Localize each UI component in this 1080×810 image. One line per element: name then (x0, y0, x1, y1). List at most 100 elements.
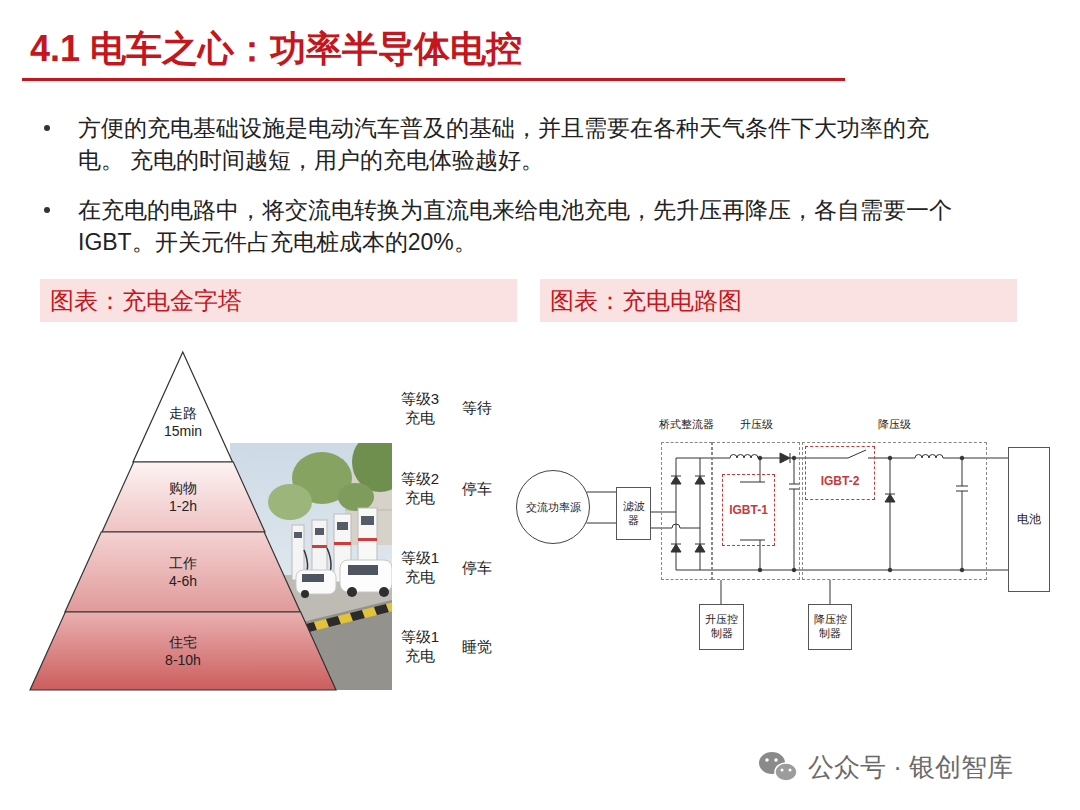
bullet-text: 方便的充电基础设施是电动汽车普及的基础，并且需要在各种天气条件下大功率的充电。 … (78, 112, 963, 176)
circuit-wiring (848, 450, 866, 458)
dashed-stage-outline (802, 442, 987, 580)
tier-label: 15min (164, 422, 202, 440)
chart-heading: 图表：充电金字塔 (50, 286, 242, 316)
usage-scenario: 停车 (462, 558, 506, 577)
controller-box: 升压控制器 (699, 604, 744, 650)
diode-symbols (671, 476, 681, 484)
charging-photo (294, 532, 302, 538)
tier-outline (133, 352, 233, 462)
stage-heading: 桥式整流器 (659, 416, 714, 432)
circuit-wiring (943, 458, 987, 459)
slide-title: 4.1 电车之心：功率半导体电控 (30, 26, 522, 72)
tier-text: 走路15min (133, 352, 233, 462)
charging-photo (358, 538, 377, 541)
charging-photo (296, 570, 336, 594)
igbt-label: IGBT-1 (729, 503, 768, 518)
circuit-wiring (885, 458, 895, 570)
charge-level: 等级2 充电 (395, 469, 445, 507)
node-label: 交流功率源 (526, 500, 581, 514)
charging-photo (312, 545, 327, 548)
dashed-stage-outline (661, 442, 712, 580)
circuit-wiring (676, 458, 730, 459)
circuit-wiring (676, 458, 700, 570)
circuit-wiring (956, 458, 968, 570)
tier-shape (102, 462, 265, 532)
tier-label: 走路 (169, 404, 197, 422)
chart-heading: 图表：充电电路图 (550, 286, 742, 316)
diode-symbols (780, 453, 790, 463)
tier-text: 购物1-2h (102, 462, 265, 532)
wire-connector (651, 512, 661, 528)
watermark: 公众号 · 银创智库 (808, 751, 1070, 783)
diode-symbols (671, 544, 681, 545)
diode-symbols (792, 456, 796, 460)
diode-symbols (960, 456, 964, 460)
diode-symbols (888, 568, 892, 572)
circuit-wiring (789, 458, 799, 570)
tier-label: 住宅 (169, 633, 197, 651)
diode-symbols (695, 544, 705, 545)
pyramid-tier: 购物1-2h (102, 462, 265, 532)
chart-heading-band: 图表：充电电路图 (540, 279, 1017, 322)
diode-symbols (758, 456, 762, 460)
charge-level: 等级1 充电 (395, 548, 445, 586)
tier-label: 8-10h (165, 651, 201, 669)
tier-outline (30, 612, 336, 690)
tier-text: 工作4-6h (65, 532, 300, 612)
bullet-dot (44, 125, 50, 131)
tier-label: 1-2h (169, 497, 197, 515)
diode-symbols (695, 544, 705, 552)
diode-symbols (671, 544, 681, 552)
diode-symbols (695, 476, 705, 484)
charging-photo (268, 484, 312, 520)
tier-outline (65, 532, 300, 612)
igbt-box: IGBT-2 (805, 446, 875, 500)
stage-heading: 升压级 (740, 416, 773, 432)
tier-label: 4-6h (169, 572, 197, 590)
tier-label: 工作 (169, 554, 197, 572)
pyramid-tier: 工作4-6h (65, 532, 300, 612)
charging-photo (379, 587, 389, 597)
node-label: 电池 (1017, 512, 1041, 527)
circle-text: 交流功率源 (516, 470, 590, 544)
charging-photo (301, 590, 309, 598)
charging-photo (334, 542, 351, 545)
tier-outline (102, 462, 265, 532)
wire-connector (586, 492, 616, 523)
charging-photo (338, 483, 374, 511)
wechat-icon (775, 763, 797, 781)
battery-box: 电池 (1008, 447, 1050, 592)
wechat-icon (789, 769, 792, 772)
circuit-wiring (730, 455, 758, 459)
controller-box: 降压控制器 (808, 604, 852, 650)
node-label: 升压控制器 (704, 613, 739, 641)
igbt-label: IGBT-2 (821, 474, 860, 489)
charge-level: 等级1 充电 (395, 627, 445, 665)
bullet-dot (44, 207, 50, 213)
wire-connector (987, 458, 1008, 570)
usage-scenario: 停车 (462, 479, 506, 498)
bullet-text: 在充电的电路中，将交流电转换为直流电来给电池充电，先升压再降压，各自需要一个 I… (78, 194, 963, 258)
diode-symbols (790, 453, 791, 463)
circuit-wiring (661, 512, 700, 528)
rectifier-stage: 桥式整流器 (661, 416, 712, 580)
diode-symbols (671, 476, 681, 477)
tier-shape (65, 532, 300, 612)
charging-photo (361, 516, 374, 525)
diode-symbols (960, 568, 964, 572)
diode-symbols (792, 568, 796, 572)
diode-symbols (695, 476, 705, 477)
charging-photo (302, 574, 324, 582)
title-underline (22, 78, 845, 81)
circle-outline (517, 471, 590, 544)
filter-box: 滤波器 (616, 487, 651, 540)
charging-photo (347, 587, 357, 597)
igbt-box: IGBT-1 (722, 474, 775, 546)
usage-scenario: 等待 (462, 398, 506, 417)
circuit-wiring (915, 455, 943, 459)
charging-photo (348, 565, 378, 575)
boost-stage: 升压级 IGBT-1 (712, 416, 800, 580)
node-label: 降压控制器 (813, 613, 847, 641)
chart-heading-band: 图表：充电金字塔 (40, 279, 517, 322)
